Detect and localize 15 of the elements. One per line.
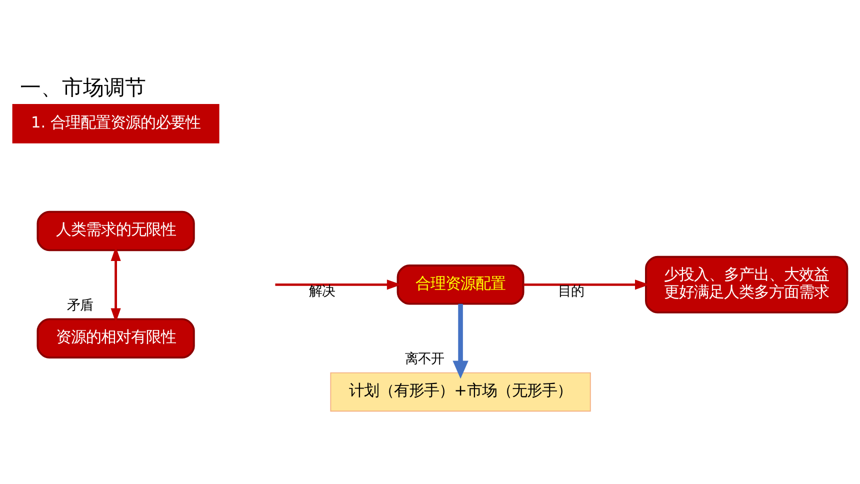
node-box: 计划（有形手）+市场（无形手） bbox=[330, 372, 591, 412]
edge-label: 解决 bbox=[309, 284, 336, 299]
diagram-title: 一、市场调节 bbox=[20, 74, 146, 100]
node-box: 合理资源配置 bbox=[396, 264, 524, 304]
arrow bbox=[110, 246, 121, 322]
node-box: 资源的相对有限性 bbox=[36, 318, 195, 358]
node-box: 少投入、多产出、大效益 更好满足人类多方面需求 bbox=[645, 255, 848, 313]
edge-label: 目的 bbox=[558, 284, 584, 299]
arrow bbox=[275, 279, 402, 290]
arrow bbox=[524, 279, 650, 290]
node-box: 人类需求的无限性 bbox=[36, 210, 195, 251]
node-box: 1. 合理配置资源的必要性 bbox=[12, 104, 220, 143]
arrow bbox=[452, 303, 468, 378]
edge-label: 矛盾 bbox=[66, 298, 93, 313]
edge-label: 离不开 bbox=[405, 352, 444, 367]
